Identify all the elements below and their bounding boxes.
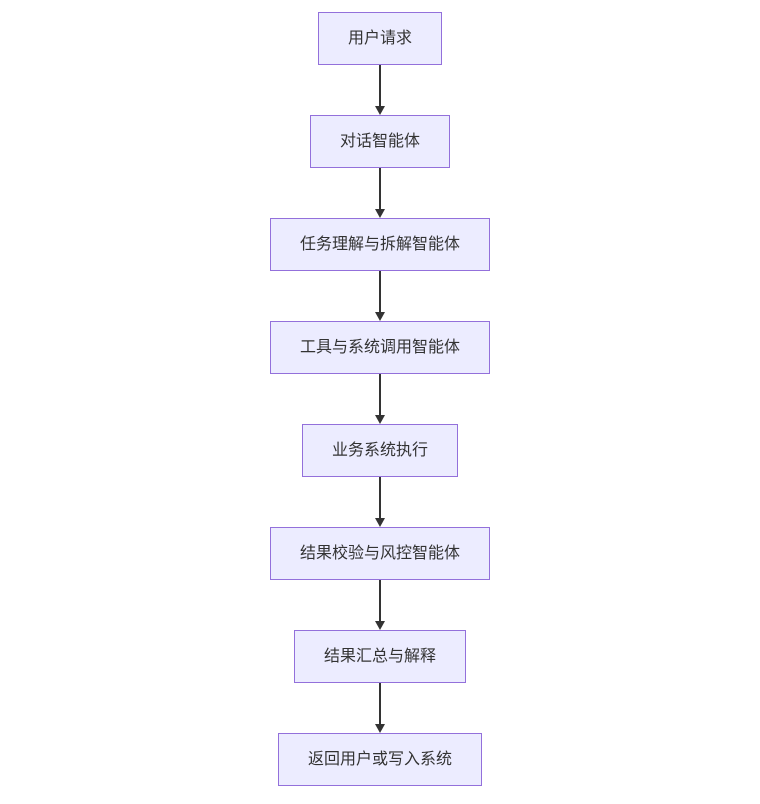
down-arrow	[375, 683, 385, 733]
node-business-system-execution: 业务系统执行	[301, 424, 458, 477]
down-arrow	[375, 65, 385, 115]
node-label: 业务系统执行	[331, 441, 428, 459]
node-label: 任务理解与拆解智能体	[299, 235, 460, 253]
node-dialogue-agent: 对话智能体	[309, 115, 450, 168]
node-task-understanding-agent: 任务理解与拆解智能体	[269, 218, 490, 271]
flowchart: 用户请求 对话智能体 任务理解与拆解智能体 工具与系统调用智能体	[0, 12, 760, 786]
node-label: 工具与系统调用智能体	[299, 338, 460, 356]
arrowhead-icon	[375, 621, 385, 630]
down-arrow	[375, 168, 385, 218]
arrow-shaft	[379, 477, 381, 518]
arrowhead-icon	[375, 209, 385, 218]
down-arrow	[375, 580, 385, 630]
node-label: 对话智能体	[339, 132, 420, 150]
arrowhead-icon	[375, 106, 385, 115]
node-return-user-or-write-system: 返回用户或写入系统	[277, 733, 482, 786]
down-arrow	[375, 374, 385, 424]
down-arrow	[375, 477, 385, 527]
arrow-shaft	[379, 374, 381, 415]
arrow-shaft	[379, 168, 381, 209]
node-result-verification-risk-agent: 结果校验与风控智能体	[269, 527, 490, 580]
arrowhead-icon	[375, 415, 385, 424]
down-arrow	[375, 271, 385, 321]
arrowhead-icon	[375, 518, 385, 527]
arrow-shaft	[379, 271, 381, 312]
arrow-shaft	[379, 65, 381, 106]
node-label: 用户请求	[347, 29, 412, 47]
arrowhead-icon	[375, 312, 385, 321]
arrowhead-icon	[375, 724, 385, 733]
node-label: 结果汇总与解释	[323, 647, 436, 665]
node-label: 结果校验与风控智能体	[299, 544, 460, 562]
node-tool-system-call-agent: 工具与系统调用智能体	[269, 321, 490, 374]
node-user-request: 用户请求	[317, 12, 442, 65]
node-result-summary-explanation: 结果汇总与解释	[293, 630, 466, 683]
node-label: 返回用户或写入系统	[307, 750, 452, 768]
arrow-shaft	[379, 580, 381, 621]
arrow-shaft	[379, 683, 381, 724]
